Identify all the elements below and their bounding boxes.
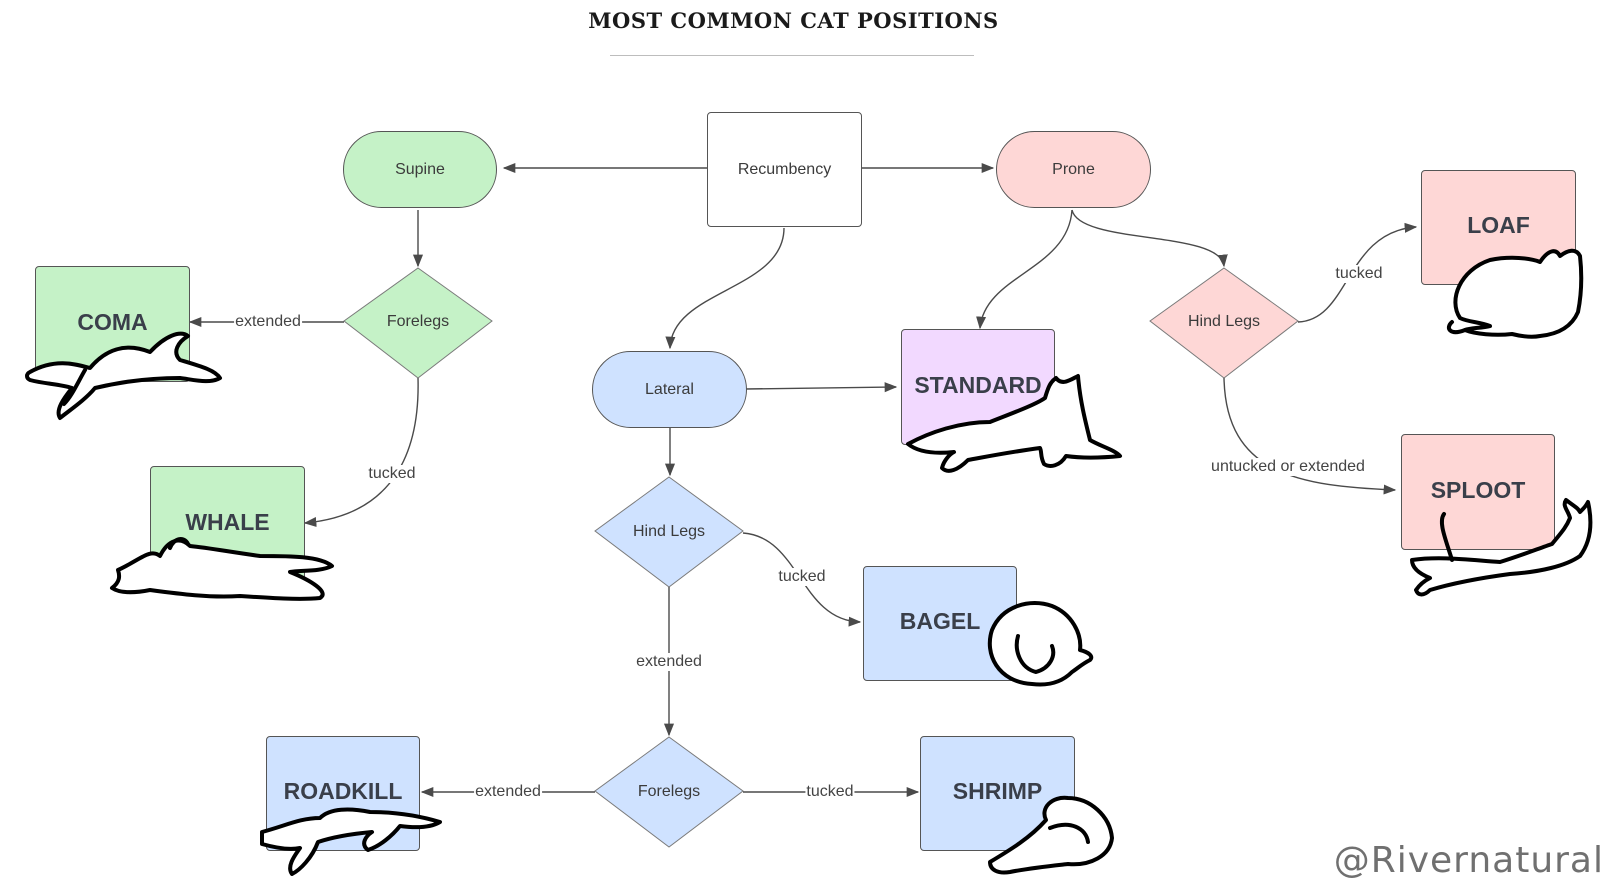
recumbency-node: Recumbency [707,112,862,227]
forelegs-lateral-diamond [594,736,744,848]
edge-prone-hindlegs [1071,209,1228,268]
bagel-cat-inner-icon [1014,634,1056,674]
loaf-cat-icon [1453,248,1584,339]
bagel-cat-icon [987,601,1094,687]
sploot-cat-tail-icon [1439,512,1454,562]
edge-label-shrimp: tucked [805,783,855,801]
title-underline [610,55,974,56]
edge-label-coma: extended [234,313,302,331]
forelegs-supine-label: Forelegs [386,313,450,330]
whale-cat-icon [110,538,334,601]
edge-lateral-standard [744,382,898,393]
edge-label-whale: tucked [367,465,417,483]
prone-node: Prone [996,131,1151,208]
edge-recumbency-lateral [665,227,785,350]
lateral-node: Lateral [592,351,747,428]
sploot-box: SPLOOT [1401,434,1555,550]
diagram-title: MOST COMMON CAT POSITIONS [588,8,999,33]
edge-prone-standard [976,209,1073,330]
supine-node: Supine [343,131,497,208]
whale-cat-paw-icon [168,537,190,550]
coma-cat-leg-icon [62,368,87,406]
bagel-box: BAGEL [863,566,1017,681]
edge-label-sploot: untucked or extended [1210,458,1366,476]
forelegs-lateral-label: Forelegs [637,783,701,800]
coma-cat-icon [25,331,222,420]
roadkill-cat-icon [260,807,442,876]
edge-label-loaf: tucked [1334,265,1384,283]
shrimp-cat-icon [988,795,1114,875]
edge-label-lateral-forelegs: extended [635,653,703,671]
edge-label-roadkill: extended [474,783,542,801]
sploot-cat-icon [1410,498,1593,597]
standard-cat-icon [906,374,1122,473]
author-watermark: @Rivernatural [1333,840,1604,881]
hind-legs-lateral-label: Hind Legs [632,523,706,540]
hind-legs-prone-label: Hind Legs [1187,313,1261,330]
loaf-cat-tail-icon [1446,320,1467,335]
edge-label-bagel: tucked [777,568,827,586]
shrimp-cat-leg-icon [1048,822,1090,844]
